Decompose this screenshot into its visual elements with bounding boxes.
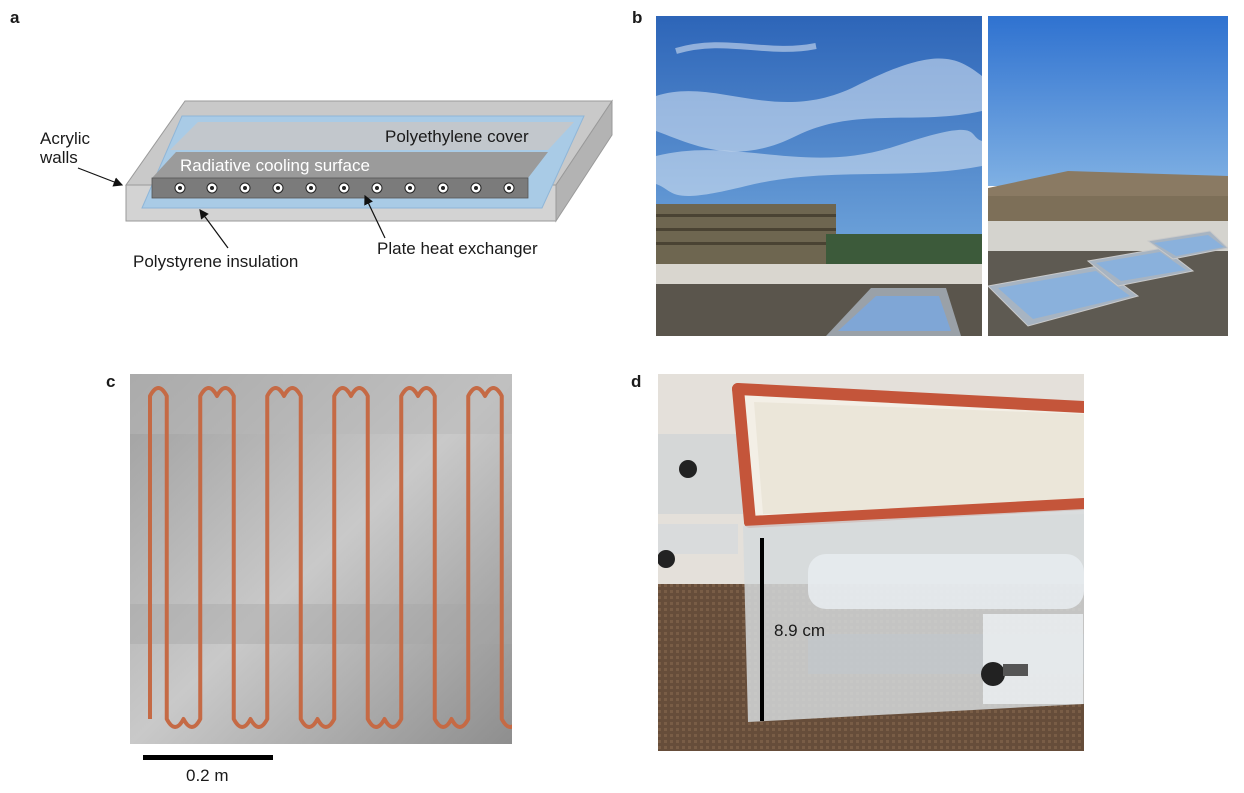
height-label: 8.9 cm xyxy=(774,621,826,640)
copper-tube-path xyxy=(148,386,512,729)
label-plate-heat-exchanger: Plate heat exchanger xyxy=(377,239,538,258)
label-radiative-cooling-surface: Radiative cooling surface xyxy=(180,156,370,175)
heat-exchanger-tubes xyxy=(174,182,515,194)
arrow-acrylic-walls xyxy=(77,167,124,187)
rooftop-photo-right xyxy=(988,16,1228,336)
label-acrylic-walls-1: Acrylic xyxy=(40,129,91,148)
cover-highlight xyxy=(170,122,574,150)
acrylic-box-photo xyxy=(658,374,1084,751)
scale-bar-label: 0.2 m xyxy=(186,766,229,785)
label-acrylic-walls-2: walls xyxy=(40,148,78,167)
panel-c-letter: c xyxy=(106,372,116,391)
copper-tubing-photo xyxy=(130,374,512,744)
scale-bar xyxy=(143,755,273,760)
cooling-plate-top xyxy=(152,152,548,178)
label-polystyrene-insulation: Polystyrene insulation xyxy=(133,252,299,271)
arrow-polystyrene xyxy=(199,209,229,249)
panel-a-letter: a xyxy=(10,8,20,27)
arrow-plate-heat-exchanger xyxy=(364,194,386,239)
acrylic-right-face xyxy=(555,99,613,223)
height-measure-line xyxy=(760,538,764,721)
label-polyethylene-cover: Polyethylene cover xyxy=(385,127,529,146)
panel-a-schematic xyxy=(77,99,613,249)
panel-b-letter: b xyxy=(632,8,643,27)
panel-d-letter: d xyxy=(631,372,642,391)
rooftop-photo-left xyxy=(656,16,982,336)
copper-serpentine-tube xyxy=(148,386,512,729)
